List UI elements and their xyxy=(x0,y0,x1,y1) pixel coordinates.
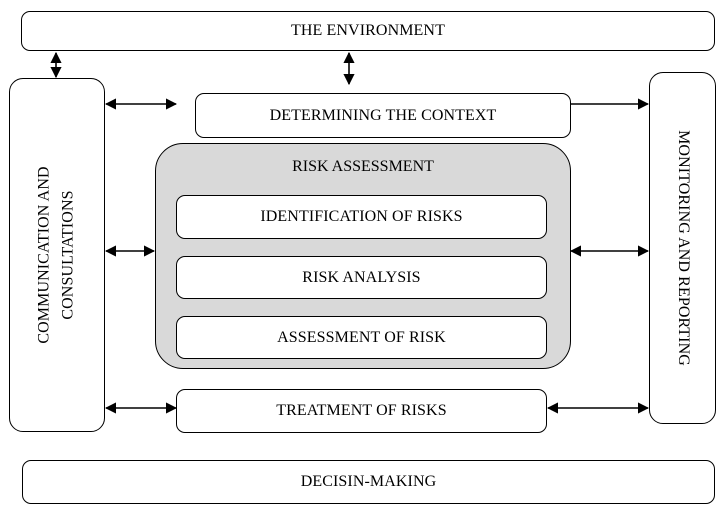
determining-context-box: DETERMINING THE CONTEXT xyxy=(195,93,571,138)
monitoring-box: MONITORING AND REPORTING xyxy=(649,72,716,424)
decision-making-label: DECISIN-MAKING xyxy=(300,473,437,490)
decision-making-box: DECISIN-MAKING xyxy=(22,460,715,504)
communication-label-line2: CONSULTATIONS xyxy=(60,190,78,320)
communication-label-line1: COMMUNICATION AND xyxy=(36,166,54,344)
treatment-label: TREATMENT OF RISKS xyxy=(276,402,447,419)
determining-context-label: DETERMINING THE CONTEXT xyxy=(269,106,497,124)
treatment-box: TREATMENT OF RISKS xyxy=(176,389,547,433)
risk-step-assessment-label: ASSESSMENT OF RISK xyxy=(277,328,446,346)
risk-step-assessment: ASSESSMENT OF RISK xyxy=(176,316,547,359)
risk-step-identification-label: IDENTIFICATION OF RISKS xyxy=(260,208,463,225)
risk-step-analysis-label: RISK ANALYSIS xyxy=(302,268,421,286)
monitoring-label: MONITORING AND REPORTING xyxy=(674,130,692,366)
environment-label: THE ENVIRONMENT xyxy=(291,22,445,39)
communication-box: COMMUNICATION AND CONSULTATIONS xyxy=(9,78,105,432)
risk-step-analysis: RISK ANALYSIS xyxy=(176,256,547,299)
environment-box: THE ENVIRONMENT xyxy=(21,11,715,51)
risk-step-identification: IDENTIFICATION OF RISKS xyxy=(176,195,547,239)
communication-label: COMMUNICATION AND CONSULTATIONS xyxy=(33,166,81,343)
risk-assessment-title: RISK ASSESSMENT xyxy=(292,158,434,175)
